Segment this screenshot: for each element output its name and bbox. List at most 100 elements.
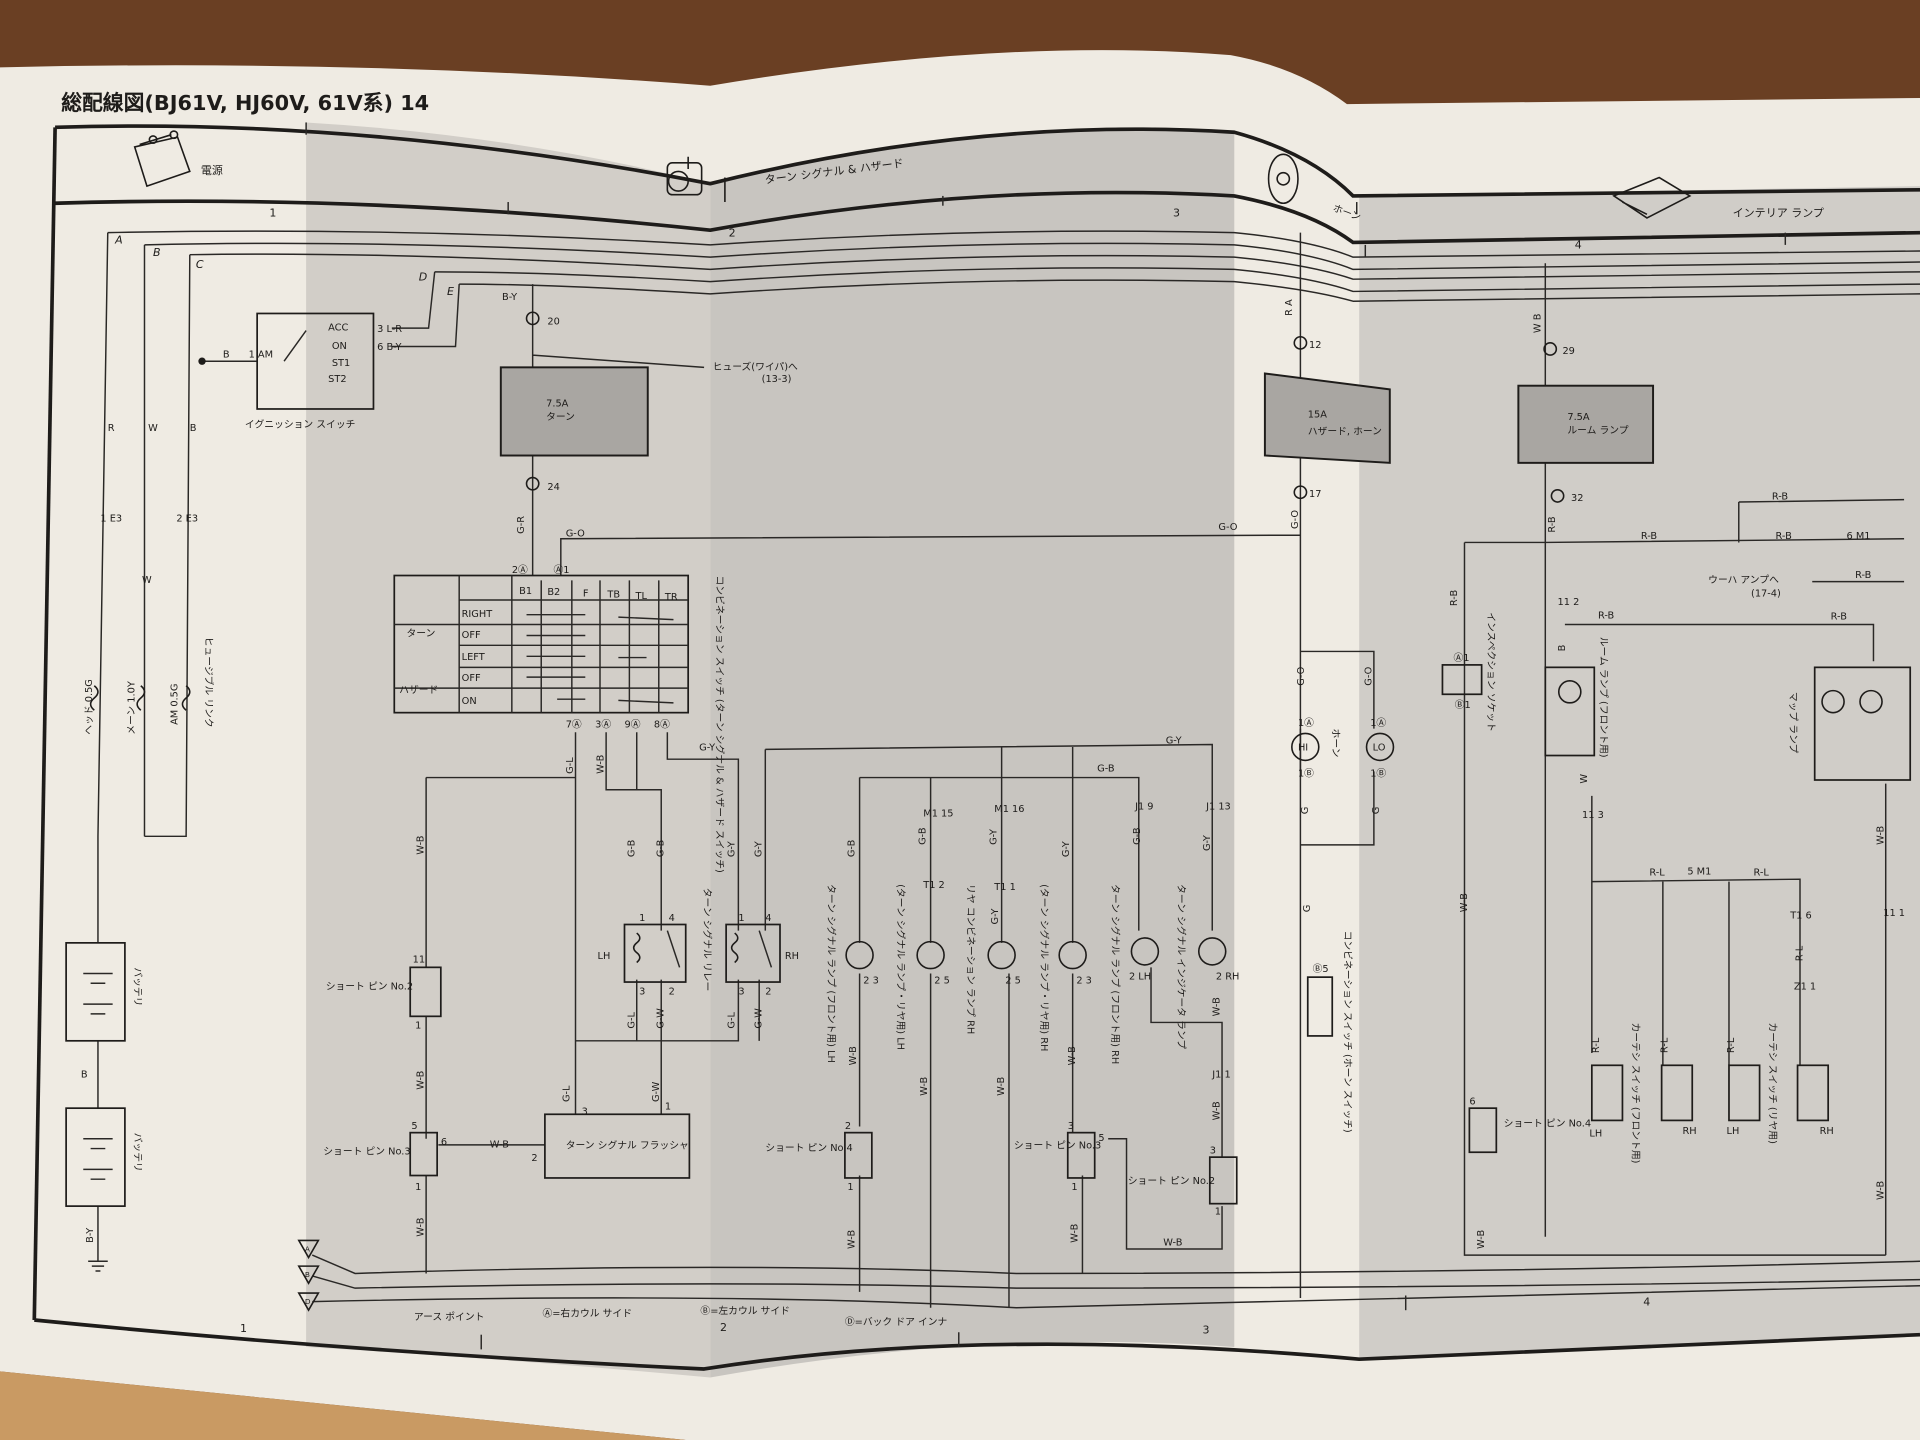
- wire-label: G-Y: [990, 909, 1001, 925]
- wire-label: G-W: [651, 1081, 662, 1102]
- column-number-top-1: 1: [269, 207, 276, 220]
- connector-e3-2: 2 E3: [176, 514, 198, 525]
- turn-lamps: [845, 937, 1227, 970]
- battery-2-label: バッテリ: [132, 1133, 144, 1172]
- horn-wire: G: [1300, 807, 1311, 815]
- svg-text:B: B: [305, 1270, 310, 1279]
- wire-label: R-L: [1726, 1037, 1737, 1053]
- svg-text:T1 2: T1 2: [922, 880, 945, 891]
- ground-legend-d: Ⓓ=バック ドア インナ: [845, 1316, 948, 1328]
- fusible-link-label: ヒュージブル リンク: [203, 637, 216, 728]
- wire-label: R-B: [1449, 590, 1460, 607]
- wire-label: R-L: [1649, 868, 1665, 879]
- shade-col4: [1359, 186, 1920, 1360]
- horn-pin: 1Ⓐ: [1370, 717, 1386, 729]
- horn-fuse-name: ハザード, ホーン: [1308, 426, 1382, 438]
- wire-label: G-B: [918, 827, 929, 845]
- wire-label: W-B: [596, 754, 607, 773]
- turn-fuse-rating: 7.5A: [546, 399, 569, 410]
- ground-legend-a: Ⓐ=右カウル サイド: [542, 1306, 632, 1319]
- frame-bottom: [34, 1318, 1920, 1371]
- wire-w-2: W: [142, 575, 152, 586]
- svg-text:3: 3: [1210, 1145, 1216, 1156]
- turn-circuit-wires: [425, 732, 1223, 1308]
- lamp-pins: 2 5: [1005, 975, 1021, 986]
- courtesy-switches: [1590, 1064, 1830, 1122]
- horn-pin-b5: Ⓑ5: [1313, 963, 1329, 975]
- horn-wire-top: R A: [1284, 299, 1295, 316]
- wire-label: G-L: [626, 1011, 637, 1028]
- relay-rh-label: RH: [785, 951, 799, 962]
- battery-2: [65, 1107, 126, 1207]
- svg-text:1: 1: [415, 1021, 421, 1032]
- go-label-1: G-O: [566, 528, 585, 539]
- column-number-bottom-4: 4: [1643, 1295, 1650, 1308]
- horn-switch: [1306, 976, 1334, 1037]
- wire-label: T1 6: [1789, 910, 1812, 921]
- svg-text:1: 1: [415, 1182, 421, 1193]
- column-number-top-4: 4: [1575, 239, 1582, 252]
- lamp-pins: 2 LH: [1129, 972, 1151, 983]
- relay-lh-label: LH: [598, 951, 611, 962]
- wire-label: W: [1579, 774, 1590, 784]
- turn-pin-in: 20: [547, 316, 559, 327]
- relay-pin: 4: [765, 913, 771, 924]
- wire-label: W-B: [416, 1217, 427, 1236]
- fusible-link-head: ヘッド 0.5G: [84, 679, 95, 735]
- wire-label: G-B: [1132, 827, 1143, 845]
- wire-label: R-B: [1855, 570, 1872, 581]
- battery-1: [65, 942, 126, 1042]
- horn-icon: [1267, 153, 1299, 205]
- wire-label: R-B: [1776, 531, 1793, 542]
- svg-text:J1 1: J1 1: [1211, 1070, 1230, 1081]
- fusible-link-symbols: [89, 685, 191, 711]
- lamp-pins: 2 5: [934, 975, 950, 986]
- wire-label: 5 M1: [1687, 866, 1711, 877]
- combo-pin-7a: 7Ⓐ: [566, 718, 582, 730]
- ignition-switch-label: イグニッション スイッチ: [245, 417, 356, 430]
- relay-pin: 3: [738, 986, 744, 997]
- horn-lo: LO: [1373, 743, 1386, 754]
- wire-label: W-B: [1459, 893, 1470, 912]
- room-lamp-fuse: [1517, 384, 1655, 464]
- relay-pin: 2: [669, 986, 675, 997]
- wire-label: W-B: [1070, 1223, 1081, 1242]
- flasher-pin: 2: [531, 1153, 537, 1164]
- shade-col1: [306, 122, 711, 1378]
- horn-pin-in: 12: [1309, 340, 1321, 351]
- shade-col2: [710, 129, 1235, 1378]
- column-number-top-3: 3: [1173, 207, 1180, 220]
- bus-letter-c: C: [196, 258, 204, 271]
- turn-pin-out: 24: [547, 482, 559, 493]
- map-lamp-label: マップ ランプ: [1787, 692, 1799, 754]
- svg-text:5: 5: [1098, 1133, 1104, 1144]
- wire-label: G-L: [727, 1011, 738, 1028]
- frame-left: [32, 127, 57, 1321]
- combo-col-f: F: [583, 588, 589, 599]
- turn-connectors: M1 15 M1 16 T1 2 T1 1 J1 9 J1 13 J1 1: [922, 801, 1231, 1080]
- wire-label: W-B: [1875, 825, 1886, 844]
- combo-col-tr: TR: [664, 592, 678, 603]
- combo-switch-label: コンビネーション スイッチ (ターン シグナル & ハザード スイッチ): [713, 576, 726, 873]
- wire-label: G-Y: [1061, 841, 1072, 857]
- wire-label: G-B: [626, 839, 637, 857]
- wire-label: G-B: [656, 839, 667, 857]
- go-label-2: G-O: [1218, 522, 1237, 533]
- battery-wire-b: B: [81, 1070, 88, 1081]
- combo-col-b1: B1: [519, 586, 532, 597]
- turn-switch-icon: [666, 156, 726, 203]
- turn-flasher: [544, 1113, 691, 1179]
- combo-col-tb: TB: [606, 590, 620, 601]
- lamp-front-rh: ターン シグナル ランプ (フロント用) RH: [1109, 884, 1122, 1064]
- ignition-st1: ST1: [332, 358, 350, 369]
- bus-letter-a: A: [114, 234, 123, 247]
- room-fuse-name: ルーム ランプ: [1567, 424, 1628, 436]
- wire-label: G-B: [847, 839, 858, 857]
- wire-label: G-W: [656, 1008, 667, 1029]
- wiper-fuse-note: ヒューズ(ワイパ)へ: [713, 360, 798, 373]
- horn-hi: HI: [1298, 743, 1308, 754]
- svg-text:1: 1: [847, 1182, 853, 1193]
- horn-wire: G-O: [1290, 510, 1301, 529]
